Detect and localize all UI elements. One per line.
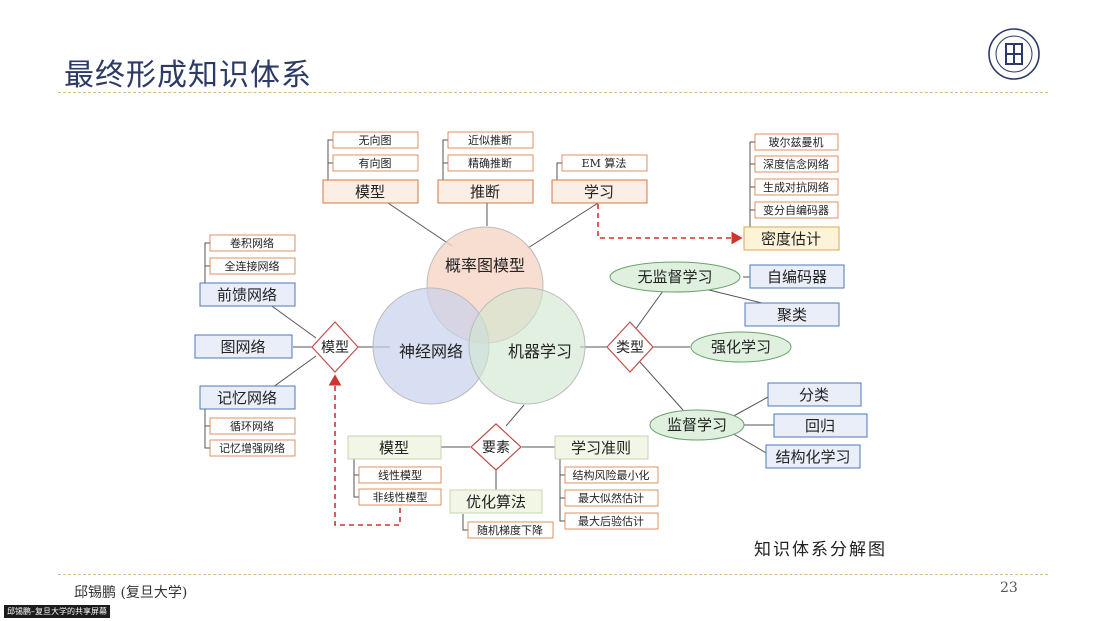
footer-author: 邱锡鹏 (复旦大学) xyxy=(74,585,188,601)
elements-group: 要素 模型 线性模型 非线性模型 学习准则 结构风险最小化 最大似然估计 最大后… xyxy=(347,423,659,539)
classification-node: 分类 xyxy=(799,386,829,404)
prob-inference-child: 近似推断 xyxy=(468,133,512,147)
regression-node: 回归 xyxy=(805,417,835,435)
prob-model-group: 无向图 有向图 模型 xyxy=(322,131,419,204)
elements-model-child: 非线性模型 xyxy=(373,490,428,504)
criterion-child: 最大似然估计 xyxy=(578,491,644,505)
elements-model-node: 模型 xyxy=(379,439,409,457)
screen-share-label: 邱锡鹏–复旦大学的共享屏幕 xyxy=(4,605,110,618)
diagram-caption: 知识体系分解图 xyxy=(754,540,887,560)
feedforward-child: 全连接网络 xyxy=(225,259,280,273)
header-divider xyxy=(58,92,1048,93)
criterion-node: 学习准则 xyxy=(571,439,631,457)
arrow-nonlinear-to-model xyxy=(328,374,401,526)
unsupervised-node: 无监督学习 xyxy=(637,268,712,286)
prob-model-node: 模型 xyxy=(355,183,385,201)
prob-model-child: 有向图 xyxy=(359,156,392,170)
memory-child: 循环网络 xyxy=(230,419,274,433)
venn-circle-ml xyxy=(468,287,586,405)
ml-types-hub: 类型 xyxy=(616,340,644,356)
footer-divider xyxy=(58,574,1048,575)
prob-learning-child: EM 算法 xyxy=(582,156,627,170)
neural-model-hub: 模型 xyxy=(321,340,349,356)
prob-learning-group: EM 算法 学习 xyxy=(551,154,648,204)
venn-label-neural: 神经网络 xyxy=(399,342,463,361)
density-child: 生成对抗网络 xyxy=(763,180,829,194)
page-number: 23 xyxy=(1000,580,1018,596)
feedforward-node: 前馈网络 xyxy=(217,286,277,304)
prob-inference-node: 推断 xyxy=(470,183,500,201)
arrow-learning-to-density xyxy=(597,204,743,245)
memory-network-node: 记忆网络 xyxy=(217,389,277,407)
criterion-child: 最大后验估计 xyxy=(578,514,644,528)
clustering-node: 聚类 xyxy=(777,306,807,324)
structured-learning-node: 结构化学习 xyxy=(775,448,850,466)
connector-lines xyxy=(204,139,774,531)
prob-inference-group: 近似推断 精确推断 推断 xyxy=(437,131,534,204)
criterion-child: 结构风险最小化 xyxy=(573,468,650,482)
venn-label-probabilistic: 概率图模型 xyxy=(445,256,525,275)
elements-hub: 要素 xyxy=(482,440,510,456)
venn-label-ml: 机器学习 xyxy=(508,342,572,361)
density-child: 玻尔兹曼机 xyxy=(769,135,824,149)
feedforward-child: 卷积网络 xyxy=(230,236,274,250)
neural-model-group: 卷积网络 全连接网络 前馈网络 图网络 记忆网络 循环网络 记忆增强网络 模型 xyxy=(194,234,359,457)
prob-learning-node: 学习 xyxy=(584,183,614,201)
optimization-child: 随机梯度下降 xyxy=(477,523,543,537)
density-node: 密度估计 xyxy=(761,230,821,248)
prob-inference-child: 精确推断 xyxy=(468,156,512,170)
prob-model-child: 无向图 xyxy=(359,133,392,147)
reinforcement-node: 强化学习 xyxy=(711,338,771,356)
ml-types-group: 类型 无监督学习 自编码器 聚类 强化学习 监督学习 分类 回归 结构化学习 xyxy=(606,261,868,469)
density-child: 深度信念网络 xyxy=(763,157,829,171)
density-child: 变分自编码器 xyxy=(763,203,829,217)
autoencoder-node: 自编码器 xyxy=(767,268,827,286)
graph-network-node: 图网络 xyxy=(220,338,265,356)
memory-child: 记忆增强网络 xyxy=(219,441,285,455)
supervised-node: 监督学习 xyxy=(667,416,727,434)
slide-title: 最终形成知识体系 xyxy=(64,58,312,93)
university-logo-icon xyxy=(988,28,1040,80)
elements-model-child: 线性模型 xyxy=(378,468,422,482)
optimization-node: 优化算法 xyxy=(466,493,526,511)
density-group: 玻尔兹曼机 深度信念网络 生成对抗网络 变分自编码器 密度估计 xyxy=(743,133,840,251)
